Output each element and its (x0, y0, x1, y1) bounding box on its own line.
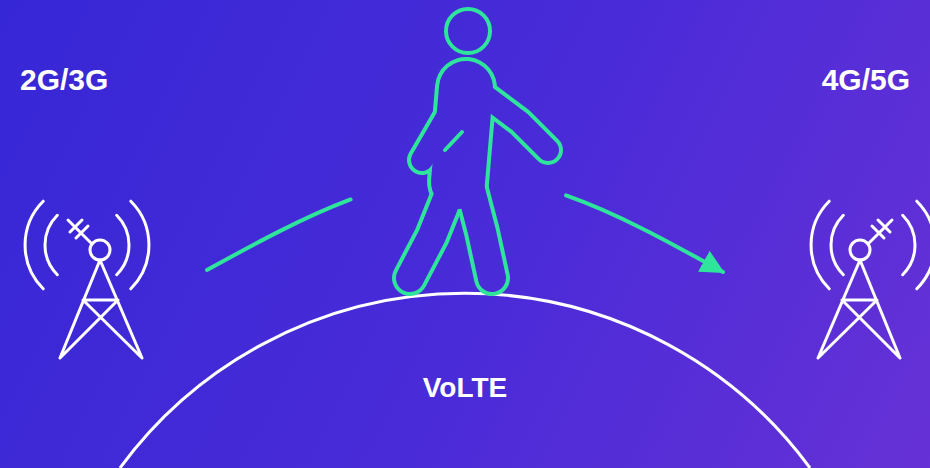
person-head (446, 9, 490, 53)
technology-label: VoLTE (423, 372, 508, 404)
antenna-dish (868, 220, 892, 244)
signal-wave (811, 201, 829, 289)
radio-tower (25, 201, 149, 358)
tower-node: 2G/3G (12, 55, 207, 355)
signal-wave (117, 215, 129, 274)
network-label: 2G/3G (20, 63, 108, 98)
tower-lattice (60, 260, 142, 358)
person-outline (410, 88, 548, 278)
signal-wave (917, 201, 930, 289)
signal-wave (903, 215, 915, 274)
tower-lattice (818, 260, 900, 358)
signal-wave (45, 215, 57, 274)
person-arm (480, 92, 548, 150)
hill-arc (120, 293, 810, 468)
signal-wave (25, 201, 43, 289)
radio-tower (811, 201, 930, 358)
person-detail (445, 132, 462, 150)
tower-node: 4G/5G (723, 55, 918, 355)
person-fill (410, 88, 548, 278)
signal-wave (831, 215, 843, 274)
antenna-dish (68, 220, 92, 244)
signal-wave (131, 201, 149, 289)
network-label: 4G/5G (822, 63, 910, 98)
